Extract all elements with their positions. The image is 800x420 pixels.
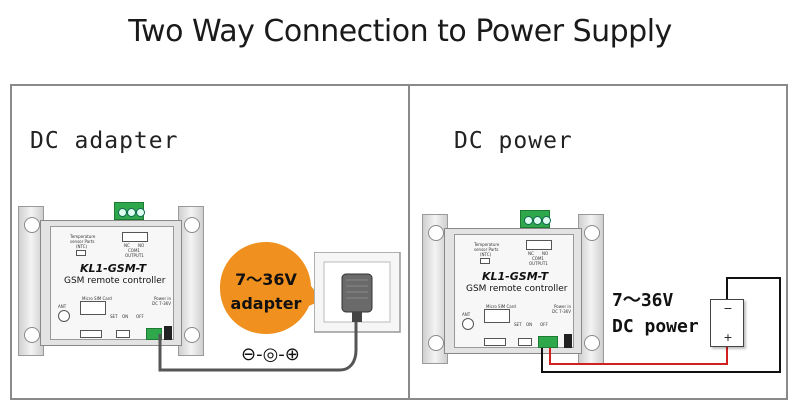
temp-label-3: (NTC) <box>480 252 492 257</box>
antenna-port <box>462 318 474 330</box>
plug-polarity-symbol: ⊖-◎-⊕ <box>238 344 303 365</box>
nc-label: NC <box>528 251 534 256</box>
usb-port <box>80 330 102 338</box>
device-model: KL1-GSM-T <box>80 262 147 275</box>
usb-port <box>484 338 506 346</box>
plus-terminal-sign: + <box>723 331 733 344</box>
adapter-voltage-bubble: 7～36V adapter <box>218 240 328 350</box>
diagram-frame <box>10 84 788 400</box>
dc-label: DC 7-36V <box>552 309 571 314</box>
sim-label: Micro SIM Card <box>82 296 112 301</box>
on-label: ON <box>122 314 129 319</box>
dc-power-source: − + <box>710 299 744 347</box>
sim-slot <box>80 301 106 315</box>
mount-hole-icon <box>428 225 444 241</box>
bubble-adapter: adapter <box>230 294 302 313</box>
wall-adapter <box>314 252 401 333</box>
mount-hole-icon <box>24 217 40 233</box>
minus-terminal-sign: − <box>723 302 733 315</box>
temp-label-2: sensor Parts <box>474 247 499 252</box>
power-label: Power in <box>154 296 172 301</box>
device-faceplate <box>50 226 174 340</box>
temp-label: Temperature <box>474 242 500 247</box>
nc-label: NC <box>124 243 130 248</box>
terminal-screw-icon <box>542 216 551 225</box>
set-label: SET <box>110 314 118 319</box>
antenna-port <box>58 310 70 322</box>
ant-label: ANT <box>462 312 471 317</box>
dc-power-text: DC power <box>612 316 699 337</box>
temp-sensor-port <box>76 250 86 256</box>
terminal-screw-icon <box>524 216 533 225</box>
left-controller-device: Temperature sensor Parts (NTC) NC NO COM… <box>18 202 204 356</box>
mount-hole-icon <box>428 335 444 351</box>
status-led-block <box>518 338 532 346</box>
device-subtitle: GSM remote controller <box>466 284 568 294</box>
page-title: Two Way Connection to Power Supply <box>128 14 672 49</box>
dc-label: DC 7-36V <box>152 301 171 306</box>
dc-power-voltage: 7～36V <box>612 290 674 311</box>
temp-label-2: sensor Parts <box>70 239 95 244</box>
panel-divider <box>408 84 410 400</box>
mount-hole-icon <box>584 335 600 351</box>
mount-hole-icon <box>584 225 600 241</box>
mount-hole-icon <box>184 327 200 343</box>
power-label: Power in <box>554 304 572 309</box>
output-terminal-block <box>520 210 551 228</box>
terminal-screw-icon <box>118 208 127 217</box>
device-faceplate <box>454 234 574 348</box>
terminal-screw-icon <box>136 208 145 217</box>
no-label: NO <box>542 251 549 256</box>
relay-output-port <box>122 232 148 242</box>
terminal-screw-icon <box>533 216 542 225</box>
no-label: NO <box>138 243 145 248</box>
mount-hole-icon <box>184 217 200 233</box>
right-bracket <box>178 206 204 356</box>
temp-label: Temperature <box>70 234 96 239</box>
device-model: KL1-GSM-T <box>482 270 549 283</box>
bubble-shape <box>220 242 322 334</box>
device-subtitle: GSM remote controller <box>64 276 166 286</box>
left-bracket <box>422 214 448 364</box>
bubble-voltage: 7～36V <box>235 270 297 289</box>
relay-output-port <box>526 240 552 250</box>
right-panel-label: DC power <box>454 128 573 154</box>
output-terminal-block <box>114 202 145 220</box>
temp-label-3: (NTC) <box>76 244 88 249</box>
ant-label: ANT <box>58 304 67 309</box>
right-controller-device: Temperature sensor Parts (NTC) NC NO COM… <box>422 210 604 364</box>
terminal-screw-icon <box>127 208 136 217</box>
output-label: OUTPUT1 <box>125 253 144 258</box>
com-label: COM1 <box>532 256 544 261</box>
left-panel-label: DC adapter <box>30 128 179 154</box>
set-label: SET <box>514 322 522 327</box>
com-label: COM1 <box>128 248 140 253</box>
mount-hole-icon <box>24 327 40 343</box>
on-label: ON <box>526 322 533 327</box>
sim-label: Micro SIM Card <box>486 304 516 309</box>
adapter-cable-layer <box>158 322 358 372</box>
status-led-block <box>116 330 130 338</box>
temp-sensor-port <box>480 258 490 264</box>
output-label: OUTPUT1 <box>529 261 548 266</box>
power-jack <box>564 334 572 348</box>
power-jack <box>164 326 172 340</box>
off-label: OFF <box>136 314 144 319</box>
off-label: OFF <box>540 322 548 327</box>
sim-slot <box>484 309 510 323</box>
power-terminal-block <box>538 336 558 348</box>
